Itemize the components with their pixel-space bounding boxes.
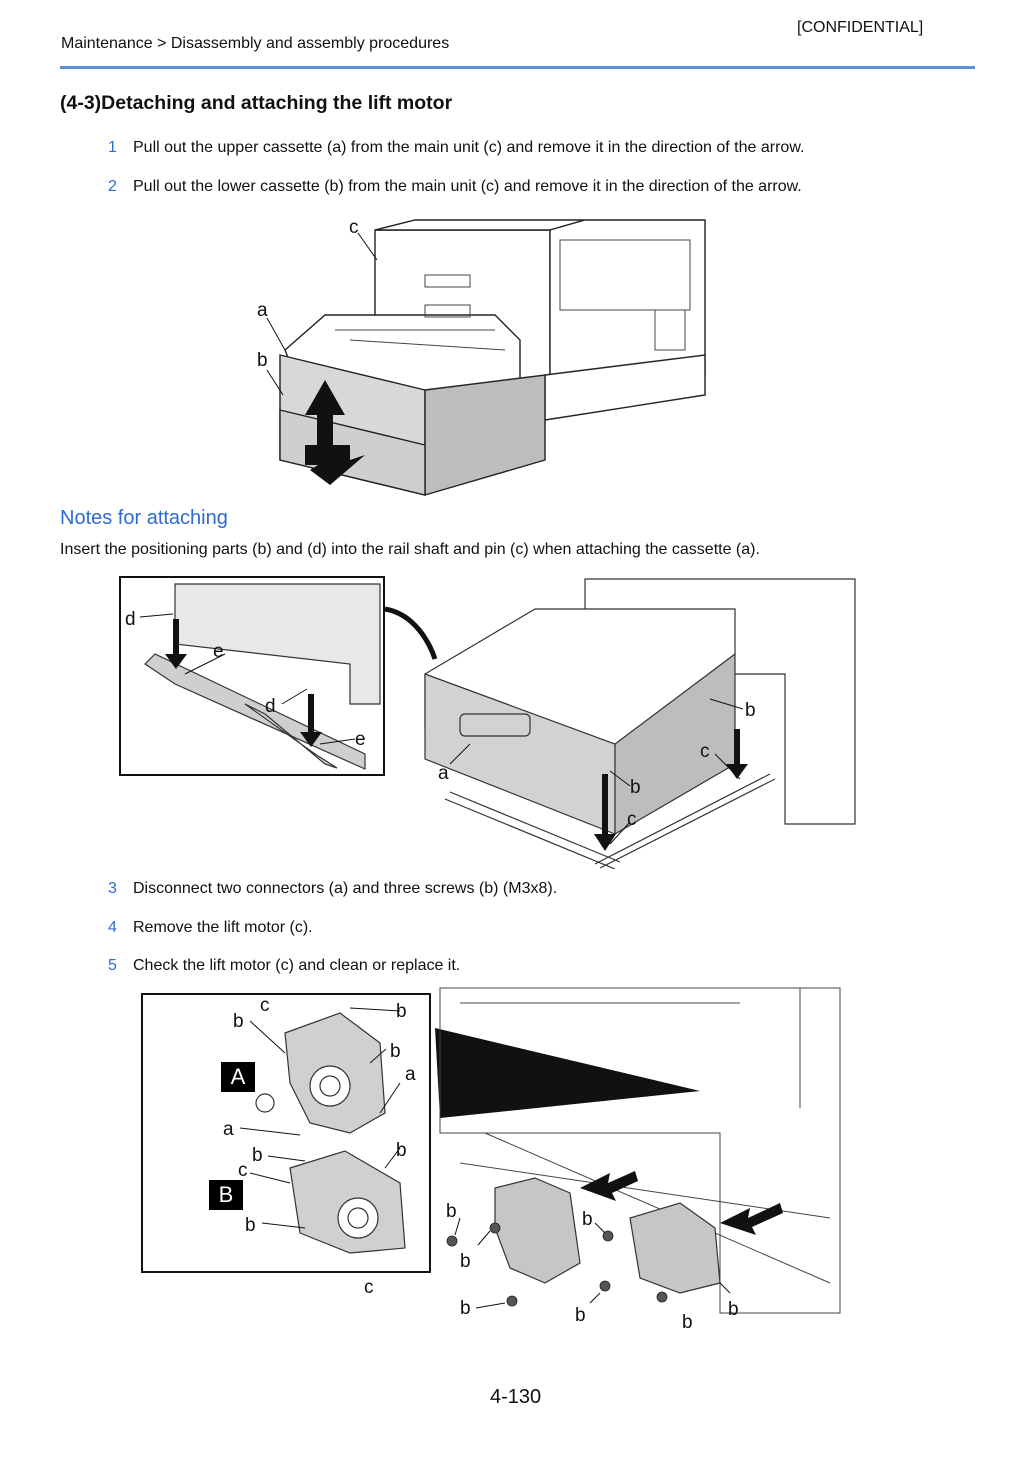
label-b: b [390,1041,401,1062]
label-a: a [257,300,268,321]
cassette-attach-figure: d e d e b c a b c [125,578,856,869]
label-b: b [446,1201,457,1222]
label-c: c [627,809,637,830]
label-b: b [745,700,756,721]
step-text: Pull out the lower cassette (b) from the… [133,178,802,195]
label-b: b [460,1251,471,1272]
tag-B: B [209,1180,243,1210]
step-number: 2 [108,178,117,195]
label-b: b [233,1011,244,1032]
label-e: e [355,729,366,750]
label-b: b [245,1215,256,1236]
label-b: b [460,1298,471,1319]
label-c: c [364,1277,374,1298]
label-c: b [728,1299,739,1320]
lift-motor-figure: c b b b a a b b c b c b b b b b b b [223,987,841,1333]
step-number: 3 [108,880,117,897]
label-b: b [396,1001,407,1022]
label-a: a [438,763,449,784]
page-number: 4-130 [490,1386,542,1408]
step-3: 3 Disconnect two connectors (a) and three… [108,880,557,898]
label-c: c [238,1160,248,1181]
step-text: Disconnect two connectors (a) and three … [133,880,558,897]
step-2: 2 Pull out the lower cassette (b) from th… [108,178,802,196]
label-d: d [265,696,276,717]
step-number: 1 [108,139,117,156]
cassette-removal-figure: c a b [257,217,706,496]
notes-heading: Notes for attaching [60,507,228,529]
label-c: c [349,217,359,238]
step-1: 1 Pull out the upper cassette (a) from th… [108,139,804,157]
label-c: c [700,741,710,762]
label-b: b [257,350,268,371]
step-number: 5 [108,957,117,974]
tag-A: A [221,1062,255,1092]
label-e: e [213,641,224,662]
label-b: b [682,1312,693,1333]
notes-body: Insert the positioning parts (b) and (d)… [60,541,760,558]
step-4: 4 Remove the lift motor (c). [108,919,313,937]
label-b: b [396,1140,407,1161]
label-b: b [575,1305,586,1326]
label-b: b [630,777,641,798]
step-5: 5 Check the lift motor (c) and clean or r… [108,957,460,975]
label-d: d [125,609,136,630]
breadcrumb: Maintenance > Disassembly and assembly p… [61,35,450,52]
step-text: Check the lift motor (c) and clean or re… [133,957,461,974]
label-b: b [252,1145,263,1166]
step-number: 4 [108,919,117,936]
step-text: Pull out the upper cassette (a) from the… [133,139,805,156]
step-text: Remove the lift motor (c). [133,919,313,936]
label-b: b [582,1209,593,1230]
header-rule [60,66,975,69]
label-c: c [260,995,270,1016]
confidential-mark: [CONFIDENTIAL] [797,19,924,36]
section-title: (4-3)Detaching and attaching the lift mo… [60,92,453,114]
label-a: a [405,1064,416,1085]
label-a: a [223,1119,234,1140]
